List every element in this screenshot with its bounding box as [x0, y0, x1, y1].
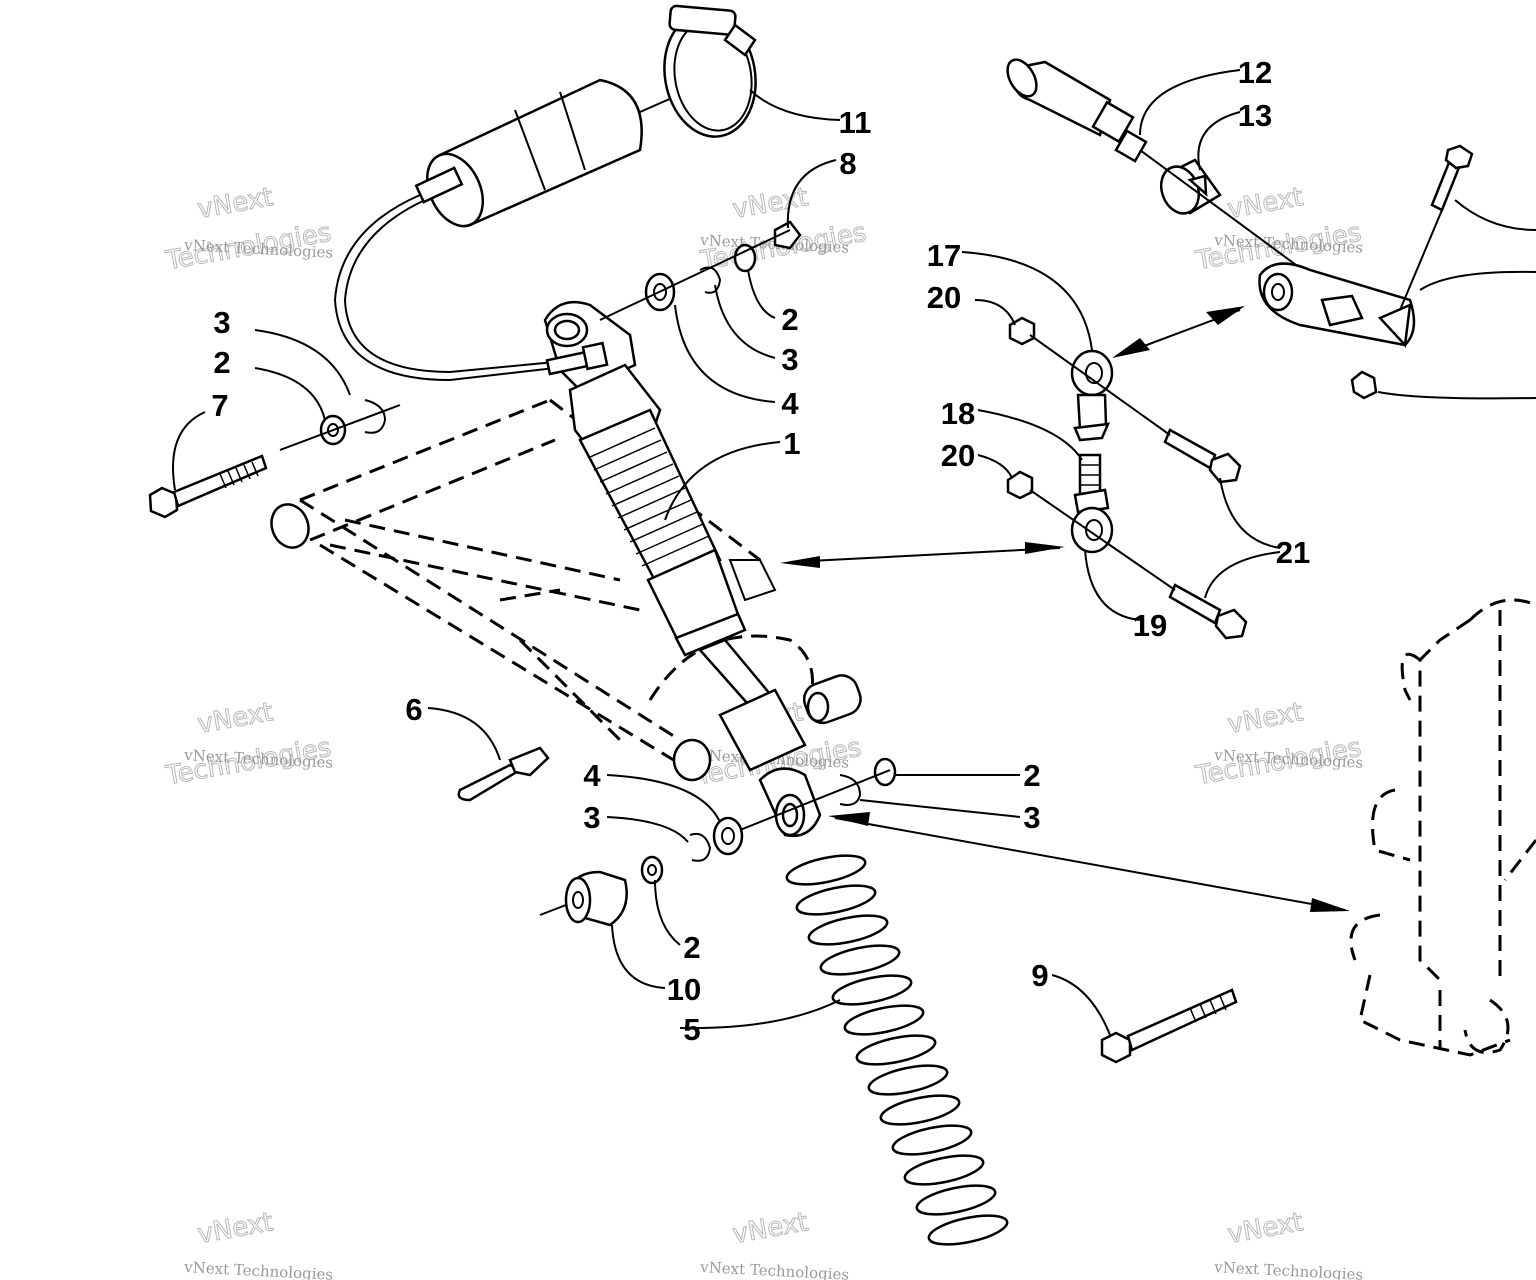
callout-label-11: 11 — [839, 105, 872, 140]
reservoir-canister — [414, 78, 691, 228]
callout-label-9: 9 — [1031, 958, 1048, 993]
watermark-big-1: vNext — [730, 1207, 810, 1250]
coil-spring — [785, 854, 1009, 1246]
shock-absorber — [333, 194, 822, 838]
spindle-outline — [1349, 598, 1536, 1057]
bolt-threads — [219, 461, 259, 489]
callout-label-13: 13 — [1238, 98, 1272, 133]
upper-hardware — [599, 220, 802, 321]
callout-label-19: 19 — [1133, 608, 1167, 643]
callout-label-2: 2 — [1023, 758, 1040, 793]
hose-clamp — [663, 4, 757, 138]
grease-fitting — [457, 746, 550, 802]
watermark-big-1: vNext — [195, 1207, 275, 1250]
callout-label-21: 21 — [1276, 535, 1310, 570]
callout-label-10: 10 — [667, 972, 701, 1007]
callout-label-17: 17 — [927, 238, 961, 273]
watermark-small: vNext Technologies — [699, 1258, 850, 1280]
watermark-big-1: vNext — [1225, 1207, 1305, 1250]
watermark-big-1: vNext — [195, 697, 275, 740]
callout-label-1: 1 — [783, 426, 800, 461]
callout-label-3: 3 — [1023, 800, 1040, 835]
spindle-bolt — [1100, 988, 1238, 1064]
callout-label-18: 18 — [941, 396, 975, 431]
callout-label-3: 3 — [213, 305, 230, 340]
lower-hardware — [539, 757, 897, 927]
callout-label-20: 20 — [941, 438, 975, 473]
a-arm-outline — [270, 398, 862, 782]
watermark-big-1: vNext — [1225, 182, 1305, 225]
callout-label-2: 2 — [781, 302, 798, 337]
watermark-small: vNext Technologies — [183, 1258, 334, 1280]
watermark-big-1: vNext — [195, 182, 275, 225]
callout-label-4: 4 — [781, 386, 799, 421]
callout-label-7: 7 — [211, 388, 228, 423]
callout-label-12: 12 — [1238, 55, 1272, 90]
callout-label-3: 3 — [583, 800, 600, 835]
callout-label-2: 2 — [683, 930, 700, 965]
watermark-small: vNext Technologies — [1213, 1258, 1364, 1280]
callout-label-5: 5 — [683, 1012, 700, 1047]
explode-arrows — [780, 306, 1350, 912]
callout-label-3: 3 — [781, 342, 798, 377]
left-bolt-hardware — [148, 399, 401, 519]
watermark-big-1: vNext — [730, 182, 810, 225]
callout-label-2: 2 — [213, 345, 230, 380]
end-link-assembly — [1006, 316, 1248, 640]
callout-label-4: 4 — [583, 758, 601, 793]
shock-threads — [587, 427, 710, 567]
sway-bar-assembly — [1006, 58, 1474, 400]
leader-lines — [172, 69, 1536, 1036]
callout-label-8: 8 — [839, 146, 856, 181]
callout-label-6: 6 — [405, 692, 422, 727]
callout-label-20: 20 — [927, 280, 961, 315]
watermark-big-1: vNext — [1225, 697, 1305, 740]
